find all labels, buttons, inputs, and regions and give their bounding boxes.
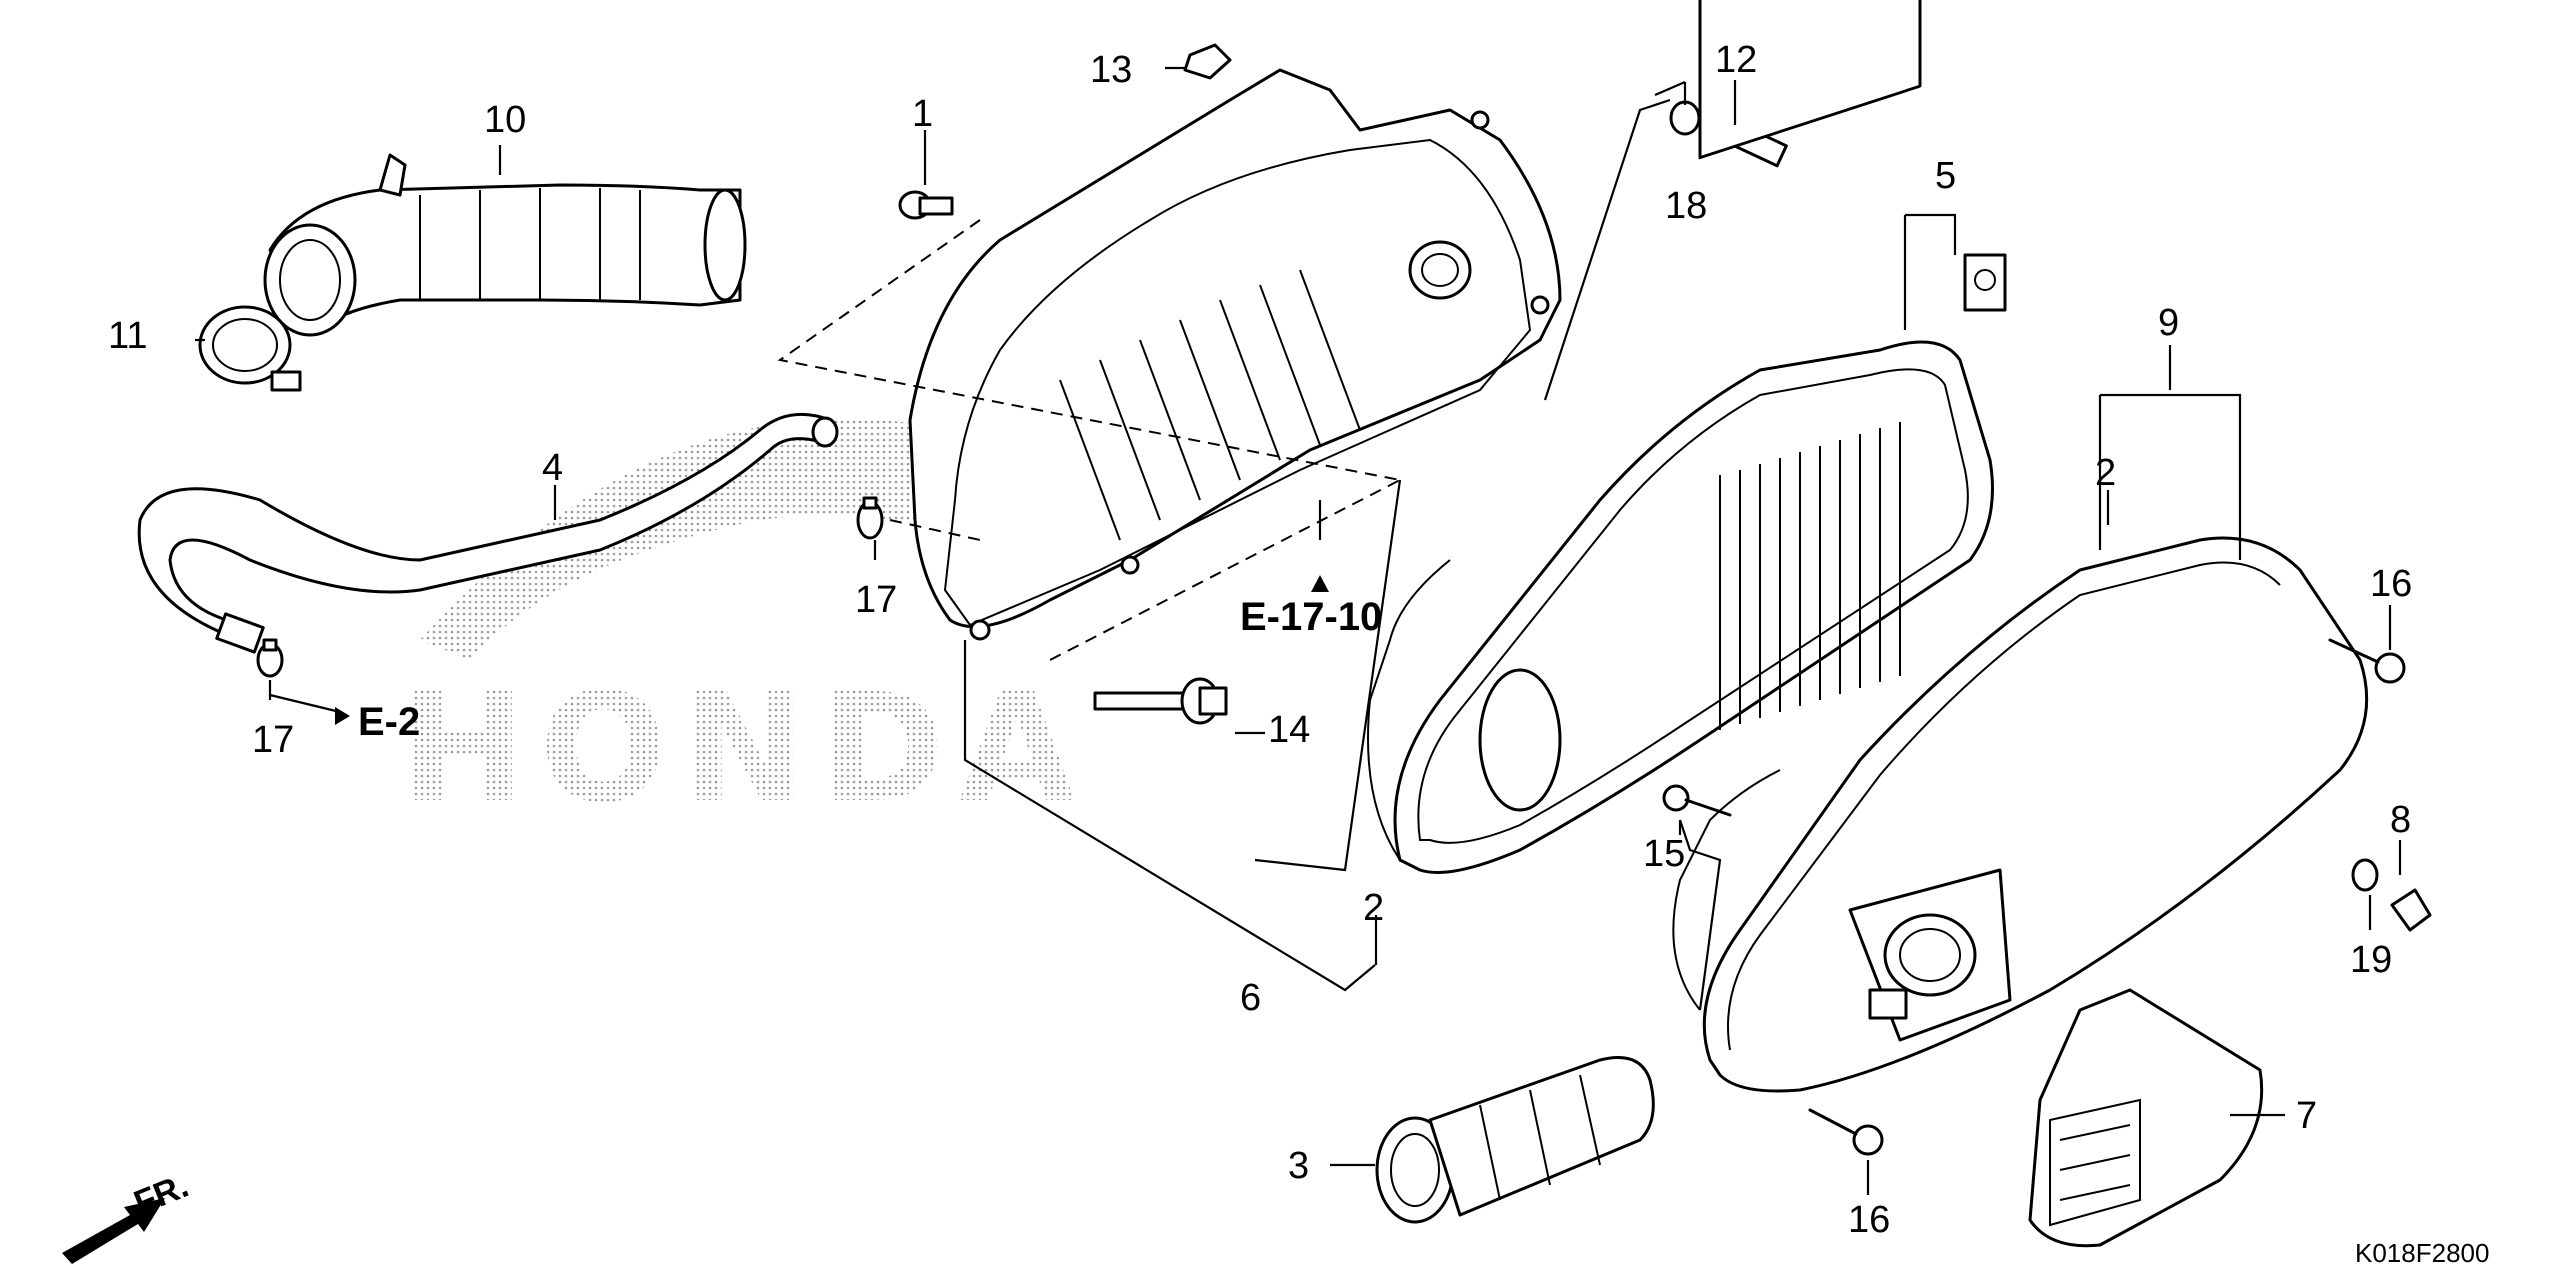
clip-18-part: [1669, 100, 1701, 136]
callout-14: 14: [1268, 709, 1310, 751]
callout-11: 11: [108, 315, 147, 357]
reference-e17-10[interactable]: E-17-10: [1240, 595, 1382, 639]
callout-6: 6: [1240, 977, 1261, 1019]
callout-1: 1: [912, 93, 933, 135]
callout-2-right: 2: [2095, 452, 2116, 494]
watermark-text: HONDA: [400, 662, 1089, 836]
air-cleaner-case-part: [908, 68, 1562, 641]
duct-cover-part: [2028, 988, 2264, 1248]
bolt-14-part: [1093, 677, 1228, 725]
air-cleaner-cover-part: [1672, 536, 2369, 1093]
reference-e17-10-arrow: [1311, 575, 1329, 592]
callout-18: 18: [1665, 185, 1707, 227]
projection-lines: [777, 219, 1401, 661]
callout-3: 3: [1288, 1145, 1309, 1187]
callout-10: 10: [484, 99, 526, 141]
callout-17-left: 17: [252, 719, 294, 761]
air-funnel-part: [1375, 1056, 1655, 1224]
leader-lines: [195, 66, 2402, 1195]
bolt-1-part: [898, 190, 954, 220]
callout-17-center: 17: [855, 579, 897, 621]
air-filter-element-part: [1367, 0, 2007, 874]
drawing-code: K018F2800: [2355, 1238, 2489, 1268]
reference-e2[interactable]: E-2: [358, 700, 420, 744]
callout-15: 15: [1643, 833, 1685, 875]
callout-8: 8: [2390, 799, 2411, 841]
screw-15-part: [1662, 784, 1732, 817]
callout-4: 4: [542, 447, 563, 489]
clip-19-part: [2351, 858, 2379, 892]
intake-tube-part: [263, 153, 747, 337]
callout-16-bottom: 16: [1848, 1199, 1890, 1241]
breather-tube-part: [137, 412, 839, 654]
callout-13: 13: [1090, 49, 1132, 91]
callout-9: 9: [2158, 302, 2179, 344]
callout-5: 5: [1935, 155, 1956, 197]
screw-16a-part: [2328, 638, 2406, 684]
clip-17b-part: [856, 496, 884, 540]
clip-17a-part: [256, 638, 284, 678]
callout-12: 12: [1715, 39, 1757, 81]
callout-2-left: 2: [1363, 887, 1384, 929]
callout-7: 7: [2296, 1095, 2317, 1137]
front-direction-indicator: FR.: [62, 1167, 194, 1264]
callout-16-right: 16: [2370, 563, 2412, 605]
hose-clamp-part: [198, 305, 302, 392]
clip-nut-13-part: [1183, 43, 1232, 80]
plug-8-part: [2390, 888, 2432, 932]
reference-e2-arrow: [335, 707, 350, 725]
screw-16b-part: [1808, 1108, 1884, 1156]
callout-19: 19: [2350, 939, 2392, 981]
